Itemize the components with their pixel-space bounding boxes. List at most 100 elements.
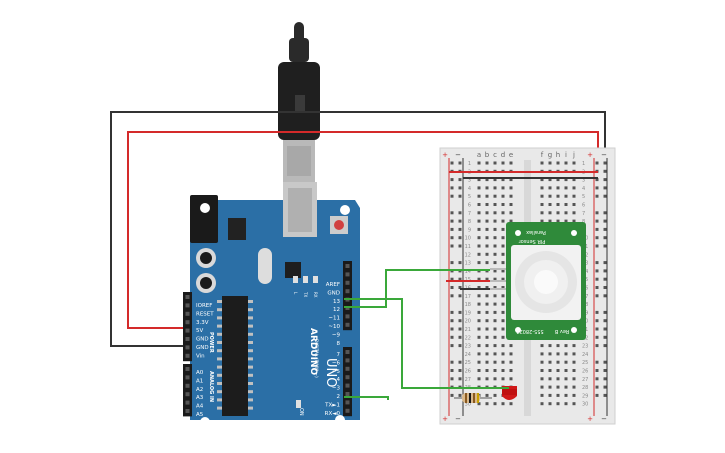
- breadboard-hole[interactable]: [564, 178, 568, 182]
- breadboard-hole[interactable]: [485, 252, 489, 256]
- breadboard-hole[interactable]: [556, 385, 560, 389]
- breadboard-hole[interactable]: [493, 294, 497, 298]
- rail-hole[interactable]: [458, 369, 462, 372]
- breadboard-hole[interactable]: [540, 352, 544, 356]
- breadboard-hole[interactable]: [540, 402, 544, 406]
- breadboard-hole[interactable]: [477, 261, 481, 265]
- breadboard-hole[interactable]: [572, 352, 576, 356]
- breadboard-hole[interactable]: [540, 344, 544, 348]
- breadboard-hole[interactable]: [548, 219, 552, 223]
- breadboard-hole[interactable]: [485, 327, 489, 331]
- rail-hole[interactable]: [595, 294, 599, 298]
- rail-hole[interactable]: [458, 178, 462, 182]
- breadboard-hole[interactable]: [556, 211, 560, 215]
- rail-hole[interactable]: [458, 261, 462, 265]
- breadboard-hole[interactable]: [477, 344, 481, 348]
- breadboard-hole[interactable]: [564, 161, 568, 165]
- header-pin[interactable]: [185, 392, 190, 397]
- rail-hole[interactable]: [458, 335, 462, 339]
- breadboard-hole[interactable]: [477, 310, 481, 314]
- breadboard-hole[interactable]: [556, 360, 560, 364]
- breadboard-hole[interactable]: [509, 360, 513, 364]
- rail-hole[interactable]: [603, 244, 607, 248]
- rail-hole[interactable]: [450, 310, 454, 314]
- breadboard-hole[interactable]: [493, 269, 497, 273]
- rail-hole[interactable]: [450, 244, 454, 248]
- breadboard-hole[interactable]: [493, 244, 497, 248]
- breadboard-hole[interactable]: [548, 402, 552, 406]
- breadboard-hole[interactable]: [501, 352, 505, 356]
- breadboard-hole[interactable]: [501, 327, 505, 331]
- breadboard-hole[interactable]: [501, 302, 505, 306]
- breadboard-hole[interactable]: [556, 161, 560, 165]
- header-pin[interactable]: [345, 272, 350, 277]
- breadboard-hole[interactable]: [477, 319, 481, 323]
- breadboard-hole[interactable]: [509, 161, 513, 165]
- rail-hole[interactable]: [450, 261, 454, 265]
- breadboard-hole[interactable]: [493, 286, 497, 289]
- breadboard-hole[interactable]: [485, 302, 489, 306]
- breadboard-hole[interactable]: [485, 360, 489, 364]
- breadboard-hole[interactable]: [485, 393, 489, 397]
- rail-hole[interactable]: [595, 161, 599, 165]
- breadboard-hole[interactable]: [501, 402, 505, 406]
- breadboard-hole[interactable]: [556, 178, 560, 182]
- breadboard-hole[interactable]: [572, 360, 576, 364]
- breadboard-hole[interactable]: [540, 219, 544, 223]
- breadboard-hole[interactable]: [501, 252, 505, 256]
- breadboard-hole[interactable]: [485, 310, 489, 314]
- breadboard-hole[interactable]: [485, 211, 489, 215]
- breadboard-hole[interactable]: [509, 402, 513, 406]
- rail-hole[interactable]: [450, 286, 454, 289]
- breadboard-hole[interactable]: [509, 369, 513, 372]
- rail-hole[interactable]: [595, 385, 599, 389]
- breadboard-hole[interactable]: [556, 186, 560, 190]
- rail-hole[interactable]: [458, 277, 462, 281]
- breadboard-hole[interactable]: [485, 186, 489, 190]
- rail-hole[interactable]: [458, 377, 462, 381]
- rail-hole[interactable]: [450, 360, 454, 364]
- rail-hole[interactable]: [595, 244, 599, 248]
- rail-hole[interactable]: [450, 161, 454, 165]
- breadboard-hole[interactable]: [485, 203, 489, 206]
- breadboard-hole[interactable]: [501, 377, 505, 381]
- breadboard-hole[interactable]: [477, 360, 481, 364]
- rail-hole[interactable]: [603, 211, 607, 215]
- rail-hole[interactable]: [458, 286, 462, 289]
- breadboard-hole[interactable]: [485, 261, 489, 265]
- breadboard-hole[interactable]: [540, 186, 544, 190]
- rail-hole[interactable]: [450, 236, 454, 240]
- breadboard-hole[interactable]: [564, 377, 568, 381]
- rail-hole[interactable]: [458, 194, 462, 198]
- breadboard-hole[interactable]: [477, 286, 481, 289]
- rail-hole[interactable]: [603, 277, 607, 281]
- rail-hole[interactable]: [595, 360, 599, 364]
- breadboard-hole[interactable]: [477, 161, 481, 165]
- breadboard-hole[interactable]: [501, 310, 505, 314]
- breadboard-hole[interactable]: [493, 277, 497, 281]
- breadboard-hole[interactable]: [540, 385, 544, 389]
- breadboard-hole[interactable]: [509, 352, 513, 356]
- rail-hole[interactable]: [603, 194, 607, 198]
- rail-hole[interactable]: [595, 194, 599, 198]
- header-pin[interactable]: [345, 322, 350, 327]
- rail-hole[interactable]: [595, 310, 599, 314]
- breadboard-hole[interactable]: [501, 178, 505, 182]
- header-pin[interactable]: [185, 337, 190, 341]
- breadboard-hole[interactable]: [501, 277, 505, 281]
- breadboard-hole[interactable]: [485, 244, 489, 248]
- breadboard-hole[interactable]: [485, 402, 489, 406]
- breadboard-hole[interactable]: [485, 352, 489, 356]
- breadboard-hole[interactable]: [572, 178, 576, 182]
- breadboard-hole[interactable]: [493, 261, 497, 265]
- header-pin[interactable]: [185, 311, 190, 316]
- rail-hole[interactable]: [595, 335, 599, 339]
- breadboard-hole[interactable]: [540, 369, 544, 372]
- header-pin[interactable]: [185, 295, 190, 299]
- header-pin[interactable]: [185, 383, 190, 388]
- breadboard-hole[interactable]: [477, 186, 481, 190]
- breadboard-hole[interactable]: [501, 236, 505, 240]
- breadboard-hole[interactable]: [548, 203, 552, 206]
- breadboard-hole[interactable]: [493, 203, 497, 206]
- breadboard-hole[interactable]: [564, 219, 568, 223]
